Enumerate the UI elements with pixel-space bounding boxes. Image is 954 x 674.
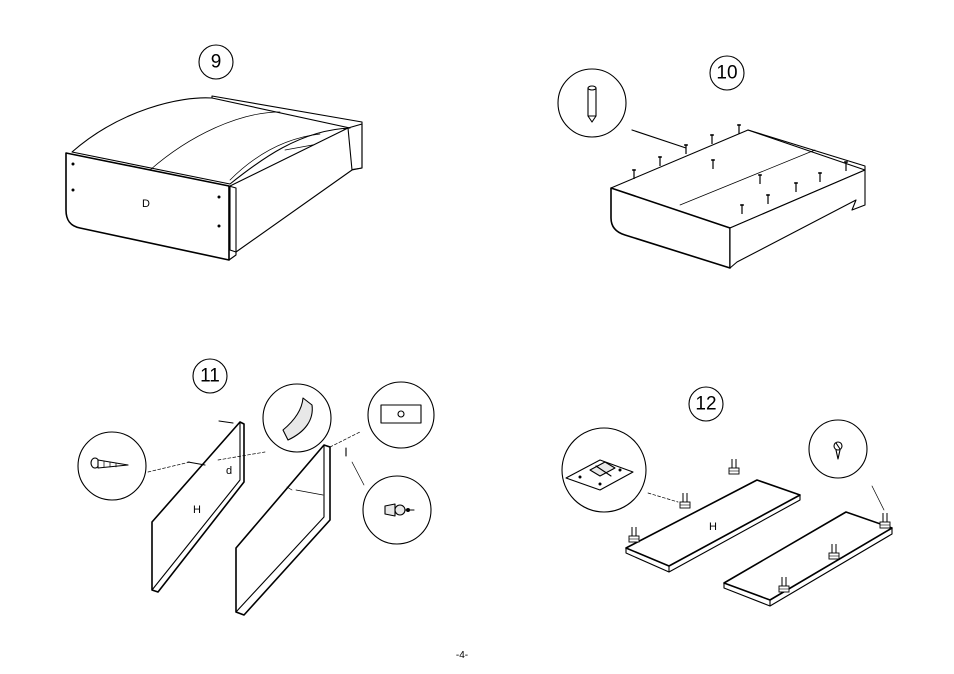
step-12-number: 12 xyxy=(695,394,716,415)
dowel-icon xyxy=(588,86,596,122)
step-11-number: 11 xyxy=(200,366,220,387)
step-12: 12 H xyxy=(562,387,892,606)
step-10: 10 xyxy=(558,56,865,268)
small-screw-icon xyxy=(834,442,842,459)
panel-label-h-left: H xyxy=(193,504,201,516)
step-9-number: 9 xyxy=(211,52,222,73)
step-10-number: 10 xyxy=(716,63,737,84)
long-screw-icon xyxy=(91,458,128,468)
door-board-right xyxy=(724,512,892,600)
page-number: -4- xyxy=(0,650,924,661)
cam-screw-icon xyxy=(385,504,414,516)
cam-lock-icon xyxy=(381,405,421,423)
panel-small-label-d: d xyxy=(226,465,232,477)
curved-bracket-icon xyxy=(283,398,312,440)
side-panel-h-right xyxy=(236,445,330,615)
board-label-h: H xyxy=(709,521,717,533)
step-9: 9 D xyxy=(66,45,362,260)
hinge-icon xyxy=(566,460,633,490)
front-panel-label-d: D xyxy=(142,198,150,210)
step-11: 11 H d xyxy=(78,359,434,615)
